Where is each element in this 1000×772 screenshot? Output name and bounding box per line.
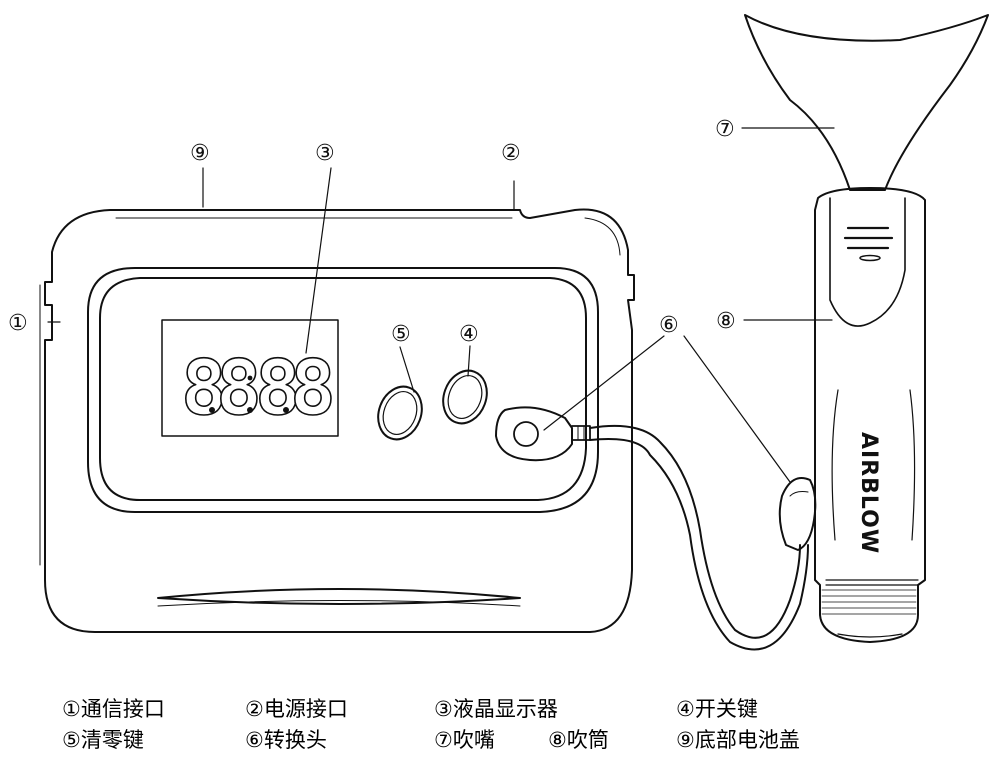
legend-item-zero-key: ⑤清零键 xyxy=(62,728,144,752)
callout-2: ② xyxy=(501,141,521,166)
cable xyxy=(589,424,809,651)
callout-8: ⑧ xyxy=(716,309,736,334)
legend-item-blow-tube: ⑧吹筒 xyxy=(548,728,609,752)
cable-plug xyxy=(778,477,817,551)
lcd-digit-2: 8 xyxy=(216,343,262,432)
main-unit-inner-edge xyxy=(39,217,621,566)
callout-7: ⑦ xyxy=(715,117,735,142)
legend-item-adapter: ⑥转换头 xyxy=(245,728,327,752)
blow-tube: AIRBLOW xyxy=(814,187,926,643)
callout-6: ⑥ xyxy=(659,313,679,338)
mouthpiece xyxy=(744,14,989,191)
parts-legend: ①通信接口 ②电源接口 ③液晶显示器 ④开关键 ⑤清零键 ⑥转换头 ⑦吹嘴 ⑧吹… xyxy=(62,694,992,756)
legend-item-power-port: ②电源接口 xyxy=(245,697,348,721)
legend-row-1: ①通信接口 ②电源接口 ③液晶显示器 ④开关键 xyxy=(62,694,992,725)
callout-3: ③ xyxy=(315,141,335,166)
lcd-digits: 8 8 8 8 xyxy=(180,342,336,433)
lcd-digit-3: 8 xyxy=(255,343,301,432)
face-plate xyxy=(87,267,599,513)
callout-9: ⑨ xyxy=(190,141,210,166)
legend-row-2: ⑤清零键 ⑥转换头 ⑦吹嘴 ⑧吹筒 ⑨底部电池盖 xyxy=(62,725,992,756)
legend-item-power-key: ④开关键 xyxy=(676,697,758,721)
lcd-decimal-points xyxy=(209,375,289,413)
brand-logo-text: AIRBLOW xyxy=(856,432,881,554)
lcd-frame xyxy=(161,319,339,437)
power-button[interactable] xyxy=(436,364,494,429)
callout-5: ⑤ xyxy=(391,322,411,347)
callout-4: ④ xyxy=(459,322,479,347)
legend-item-comm-port: ①通信接口 xyxy=(62,697,165,721)
face-plate-inner xyxy=(99,277,587,501)
adapter-connector xyxy=(495,406,591,462)
bottom-grip-slot xyxy=(157,588,521,605)
lcd-display: 8 8 8 8 xyxy=(161,319,339,437)
lcd-digit-4: 8 xyxy=(290,343,336,432)
callout-1: ① xyxy=(8,311,28,336)
legend-item-battery-cover: ⑨底部电池盖 xyxy=(676,728,800,752)
breathalyzer-diagram: 8 8 8 8 xyxy=(8,14,989,651)
leader-lines xyxy=(47,127,835,483)
legend-item-lcd: ③液晶显示器 xyxy=(434,697,558,721)
zero-button[interactable] xyxy=(371,380,429,445)
legend-item-mouthpiece: ⑦吹嘴 xyxy=(434,728,495,752)
lcd-digit-1: 8 xyxy=(181,343,227,432)
main-unit-outline xyxy=(44,208,635,633)
main-unit xyxy=(39,208,635,633)
callout-labels: ① ② ③ ④ ⑤ ⑥ ⑦ ⑧ ⑨ xyxy=(8,117,736,347)
